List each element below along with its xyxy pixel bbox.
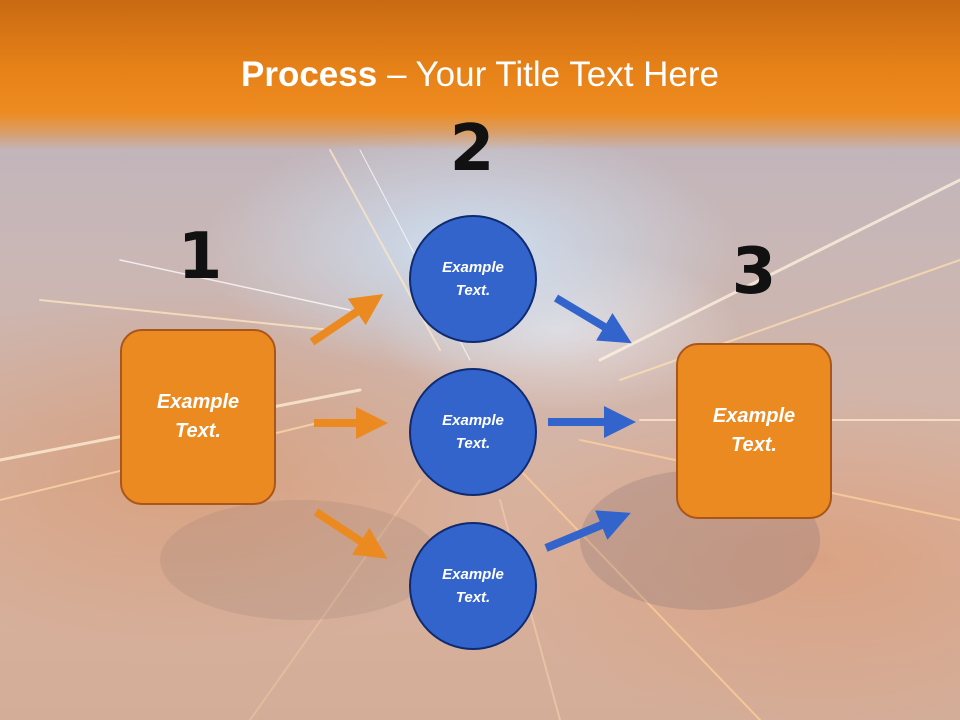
step-number-3: 3 xyxy=(731,235,777,309)
step-number-2: 2 xyxy=(449,112,495,186)
left-process-box[interactable]: Example Text. xyxy=(120,329,276,505)
circle-step-bottom[interactable]: Example Text. xyxy=(409,522,537,650)
title-rest: – Your Title Text Here xyxy=(377,55,719,94)
left-box-label: Example Text. xyxy=(156,391,240,442)
step-number-1: 1 xyxy=(177,220,223,294)
arrow-left-to-bottom xyxy=(313,508,388,559)
circle-top-label: Example Text. xyxy=(442,259,504,299)
slide-title: Process – Your Title Text Here xyxy=(0,52,960,98)
right-box-label: Example Text. xyxy=(712,405,796,456)
arrow-bottom-to-right xyxy=(544,510,631,552)
circle-step-top[interactable]: Example Text. xyxy=(409,215,537,343)
circle-middle-label: Example Text. xyxy=(442,412,504,452)
circle-step-middle[interactable]: Example Text. xyxy=(409,368,537,496)
right-process-box[interactable]: Example Text. xyxy=(676,343,832,519)
circle-bottom-label: Example Text. xyxy=(442,566,504,606)
title-bold: Process xyxy=(241,55,378,94)
arrow-left-to-top xyxy=(309,294,384,346)
title-bar xyxy=(0,0,960,150)
arrow-top-to-right xyxy=(553,294,632,344)
